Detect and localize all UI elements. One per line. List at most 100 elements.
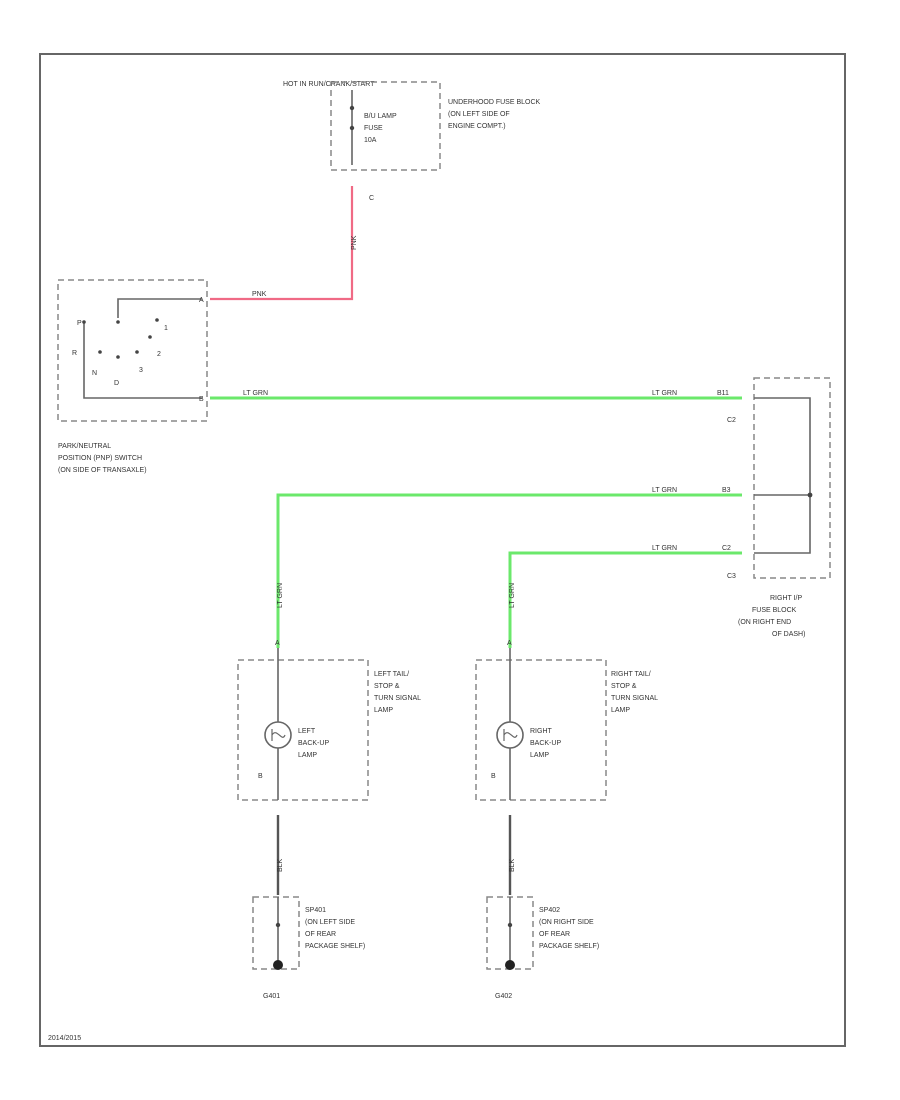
green-wire-1-label-end: LT GRN (652, 390, 677, 397)
left-lamp-name-2: BACK-UP (298, 740, 329, 747)
pnp-pin-b: B (199, 396, 204, 403)
sp402-label-4: PACKAGE SHELF) (539, 943, 599, 950)
pnp-label-2: POSITION (PNP) SWITCH (58, 455, 142, 462)
pink-wire-label-horizontal: PNK (252, 291, 267, 298)
right-lamp-assembly-2: STOP & (611, 683, 637, 690)
underhood-fuse-block-label-2: (ON LEFT SIDE OF (448, 111, 510, 118)
rh-connector-c2: C2 (727, 417, 736, 424)
left-back-up-lamp-bulb-icon (264, 721, 292, 749)
fuse-connector-label: C (369, 195, 374, 202)
left-lamp-assembly-2: STOP & (374, 683, 400, 690)
left-lamp-name-1: LEFT (298, 728, 316, 735)
left-lamp-assembly-3: TURN SIGNAL (374, 695, 421, 702)
pnp-pin-a: A (199, 297, 204, 304)
right-back-up-lamp-bulb-icon (496, 721, 524, 749)
pnp-contact-dot (148, 335, 152, 339)
green-wire-3-label: LT GRN (652, 545, 677, 552)
right-lamp-name-2: BACK-UP (530, 740, 561, 747)
pnp-label-3: (ON SIDE OF TRANSAXLE) (58, 467, 147, 474)
pnp-label-1: PARK/NEUTRAL (58, 443, 111, 450)
diagram-frame (39, 53, 846, 1047)
underhood-fuse-block-label-1: UNDERHOOD FUSE BLOCK (448, 99, 541, 106)
left-lamp-filament-icon (271, 729, 286, 741)
sp402-label-1: SP402 (539, 907, 560, 914)
pnp-contact-dot (98, 350, 102, 354)
left-lamp-pin-a: A (275, 640, 280, 647)
pnp-contact-d: D (114, 380, 119, 387)
left-lamp-feed-wire-label: LT GRN (277, 583, 284, 608)
sp401-splice-dot (275, 922, 281, 928)
rh-fuse-block-bus (754, 397, 811, 554)
right-ground-wire-label: BLK (509, 858, 516, 872)
right-lamp-box (475, 659, 607, 801)
rh-fuse-block-box (753, 377, 831, 579)
green-wire-to-right-lamp (508, 551, 742, 648)
sp402-splice-dot (507, 922, 513, 928)
underhood-fuse-block-label-3: ENGINE COMPT.) (448, 123, 506, 130)
pnp-contact-n: N (92, 370, 97, 377)
rh-fuse-block-label-1: RIGHT I/P (770, 595, 802, 602)
green-wire-3-terminal: C2 (722, 545, 731, 552)
g401-ground-icon (273, 960, 283, 970)
green-wire-to-left-lamp (276, 493, 742, 648)
left-lamp-assembly-1: LEFT TAIL/ (374, 671, 409, 678)
pnp-contact-1: 1 (164, 325, 168, 332)
left-lamp-assembly-4: LAMP (374, 707, 393, 714)
pnp-contact-p: P (77, 320, 82, 327)
fuse-name: B/U LAMP (364, 113, 397, 120)
pnp-switch-output-wire (83, 322, 202, 399)
green-wire-1-terminal: B11 (717, 390, 729, 397)
sp401-label-2: (ON LEFT SIDE (305, 919, 355, 926)
right-lamp-assembly-3: TURN SIGNAL (611, 695, 658, 702)
sp402-label-3: OF REAR (539, 931, 570, 938)
green-wire-1-label-start: LT GRN (243, 390, 268, 397)
left-lamp-pin-b: B (258, 773, 263, 780)
pnp-switch-box (57, 279, 208, 422)
sp402-label-2: (ON RIGHT SIDE (539, 919, 594, 926)
g401-label: G401 (263, 993, 280, 1000)
g402-ground-icon (505, 960, 515, 970)
right-lamp-feed-wire-label: LT GRN (509, 583, 516, 608)
rh-connector-c3: C3 (727, 573, 736, 580)
green-wire-2-terminal: B3 (722, 487, 731, 494)
pnp-contact-dot (155, 318, 159, 322)
right-lamp-assembly-1: RIGHT TAIL/ (611, 671, 651, 678)
power-source-label: HOT IN RUN/CRANK/START (283, 81, 375, 88)
sp401-label-3: OF REAR (305, 931, 336, 938)
pnp-switch-input-wire (117, 298, 202, 318)
left-lamp-box (237, 659, 369, 801)
right-lamp-name-3: LAMP (530, 752, 549, 759)
underhood-fuse-block-box (330, 81, 441, 171)
pnp-contact-dot (116, 355, 120, 359)
fuse-rating: 10A (364, 137, 377, 144)
fuse-type: FUSE (364, 125, 383, 132)
pnp-contact-3: 3 (139, 367, 143, 374)
right-lamp-pin-a: A (507, 640, 512, 647)
rh-fuse-block-label-2: FUSE BLOCK (752, 607, 797, 614)
left-ground-wire-label: BLK (277, 858, 284, 872)
sp401-label-1: SP401 (305, 907, 326, 914)
fuse-terminal-top (349, 105, 355, 111)
right-lamp-assembly-4: LAMP (611, 707, 630, 714)
fuse-terminal-bottom (349, 125, 355, 131)
right-lamp-filament-icon (503, 729, 518, 741)
right-lamp-name-1: RIGHT (530, 728, 553, 735)
rh-fuse-block-label-3: (ON RIGHT END (738, 619, 791, 626)
pnp-contact-r: R (72, 350, 77, 357)
rh-fuse-block-label-4: OF DASH) (772, 631, 805, 638)
right-lamp-pin-b: B (491, 773, 496, 780)
pink-wire (210, 186, 354, 301)
sp401-box (252, 896, 300, 970)
pink-wire-label-vertical: PNK (351, 235, 358, 250)
pnp-contact-2: 2 (157, 351, 161, 358)
sp401-label-4: PACKAGE SHELF) (305, 943, 365, 950)
left-lamp-name-3: LAMP (298, 752, 317, 759)
pnp-contact-dot (116, 320, 120, 324)
pnp-contact-dot (82, 320, 86, 324)
g402-label: G402 (495, 993, 512, 1000)
green-wire-2-label: LT GRN (652, 487, 677, 494)
pnp-contact-dot (135, 350, 139, 354)
rh-fuse-block-splice-dot (807, 492, 813, 498)
footer-code: 2014/2015 (48, 1035, 81, 1042)
